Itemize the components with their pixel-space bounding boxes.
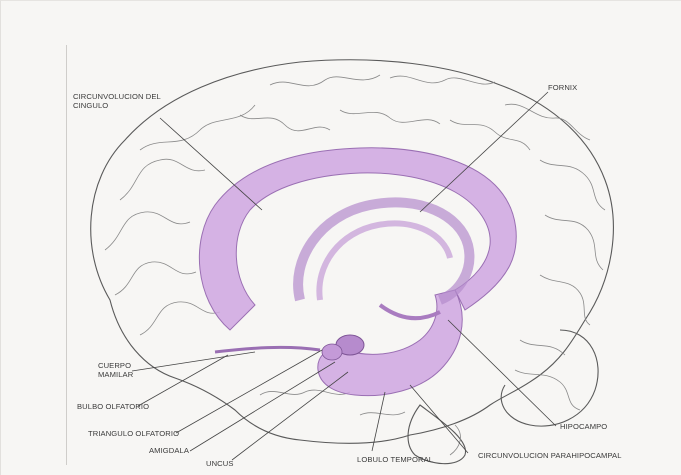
label-amygdala: AMIGDALA <box>149 446 189 455</box>
label-olfactory-triangle: TRIANGULO OLFATORIO <box>88 429 179 438</box>
label-fornix: FORNIX <box>548 83 577 92</box>
label-mamillary-line1: CUERPO <box>98 361 133 370</box>
label-parahippocampal-gyrus: CIRCUNVOLUCION PARAHIPOCAMPAL <box>478 451 622 460</box>
label-cingulate-gyrus: CIRCUNVOLUCION DEL CINGULO <box>73 92 161 110</box>
fornix-inner <box>319 223 450 300</box>
limbic-system <box>199 148 516 396</box>
label-cingulate-line1: CIRCUNVOLUCION DEL <box>73 92 161 101</box>
label-hippocampus: HIPOCAMPO <box>560 422 607 431</box>
label-temporal-lobe: LOBULO TEMPORAL <box>357 455 433 464</box>
fornix-arch <box>298 202 469 300</box>
label-mamillary-line2: MAMILAR <box>98 370 133 379</box>
label-uncus: UNCUS <box>206 459 234 468</box>
gyri-texture <box>105 75 605 455</box>
amygdala-shape <box>322 344 342 360</box>
olfactory-tract-shape <box>215 347 320 352</box>
label-olfactory-bulb: BULBO OLFATORIO <box>77 402 149 411</box>
brain-outline <box>91 60 614 464</box>
label-mamillary-body: CUERPO MAMILAR <box>98 361 133 379</box>
hippocampus-band <box>380 305 440 318</box>
label-cingulate-line2: CINGULO <box>73 101 161 110</box>
